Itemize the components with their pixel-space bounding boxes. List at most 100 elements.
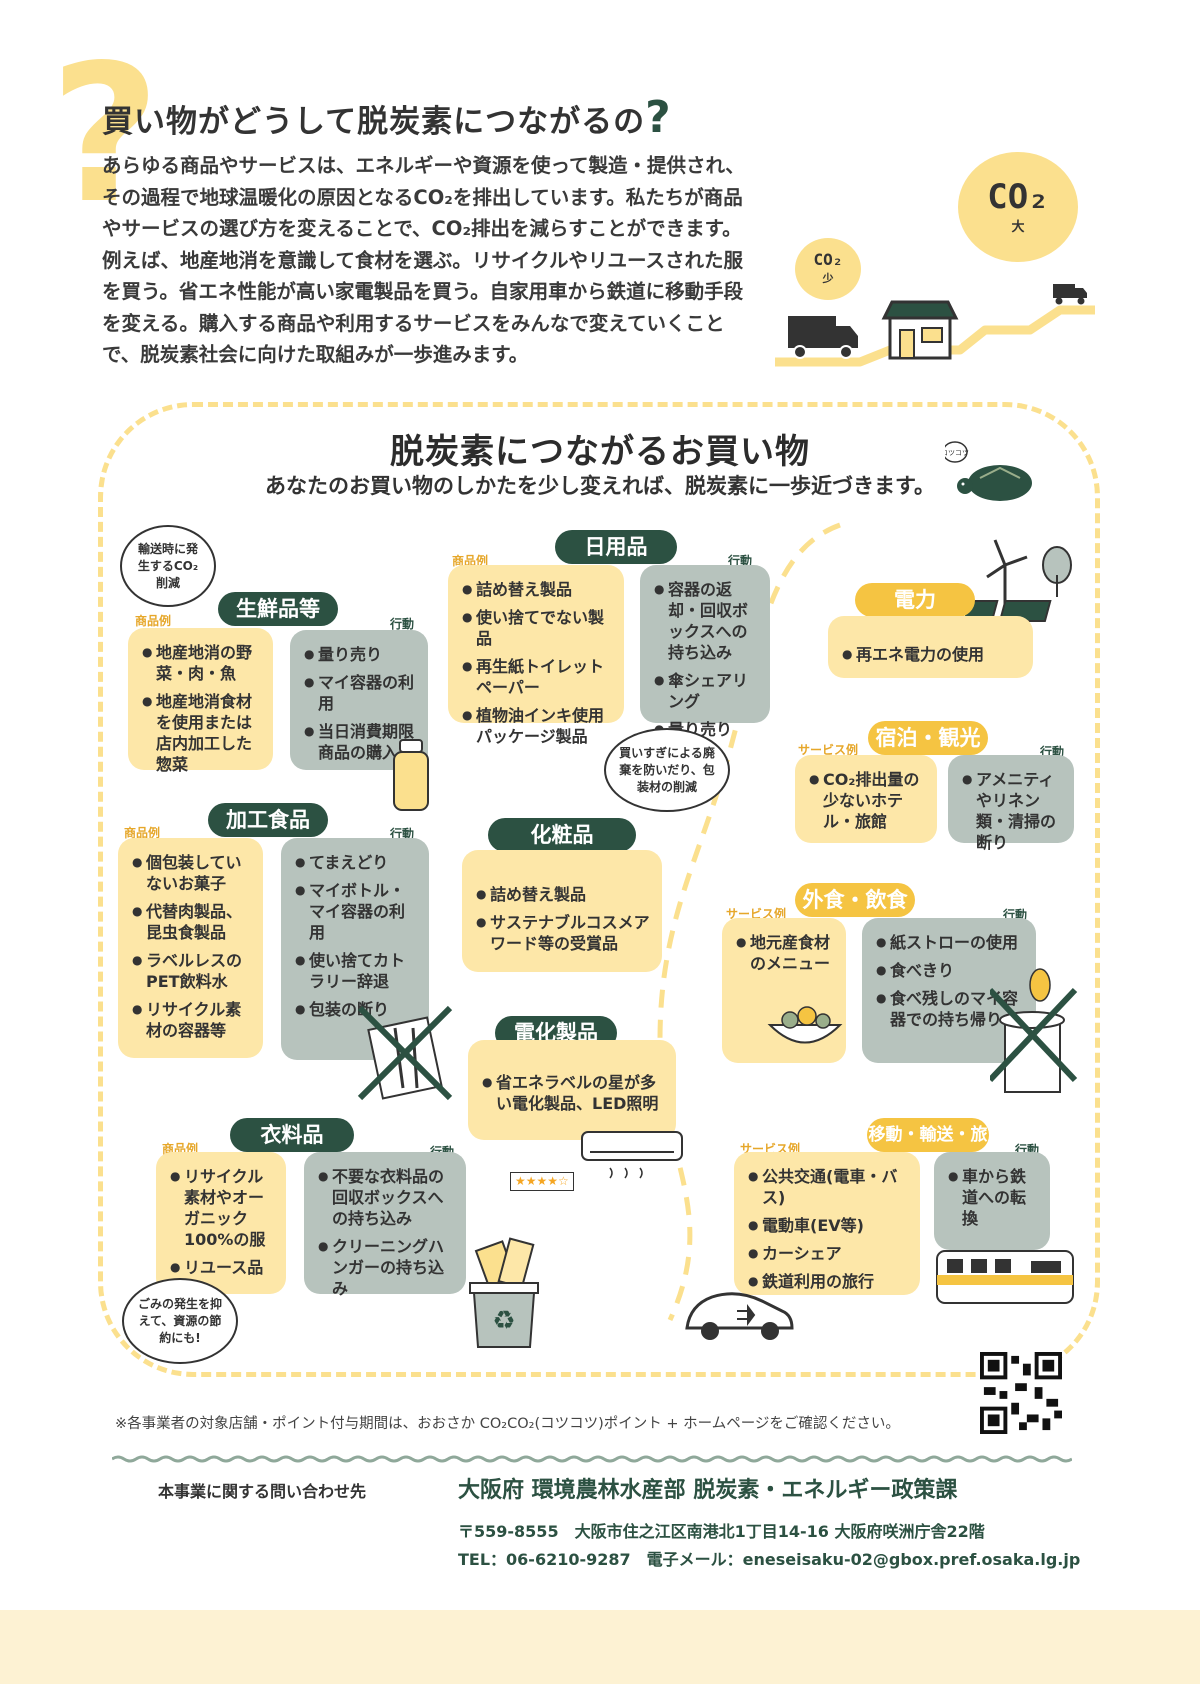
shopping-section-frame — [98, 402, 1100, 1377]
power-header: 電力 — [855, 583, 975, 617]
dining-action-3: 食べ残しのマイ容器での持ち帰り — [876, 988, 1026, 1030]
clothing-actions-box: 不要な衣料品の回収ボックスへの持ち込み クリーニングハンガーの持ち込み — [304, 1152, 466, 1298]
lodging-action-1: アメニティやリネン類・清掃の断り — [962, 769, 1064, 853]
daily-action-label: 行動 — [728, 554, 753, 568]
lodging-header: 宿泊・観光 — [868, 721, 988, 755]
fresh-bubble: 輸送時に発生するCO₂削減 — [120, 525, 216, 607]
mobility-action-1: 車から鉄道への転換 — [948, 1166, 1040, 1229]
processed-product-label: 商品例 — [124, 826, 161, 840]
daily-action-2: 傘シェアリング — [654, 670, 760, 712]
delivery-illustration — [775, 284, 1095, 367]
salad-bowl-icon — [767, 1006, 843, 1044]
processed-product-1: 個包装していないお菓子 — [132, 852, 253, 894]
dining-action-2: 食べきり — [876, 960, 1026, 981]
lodging-service-label: サービス例 — [798, 743, 859, 757]
recycle-bin-icon: ♻ — [469, 1237, 539, 1348]
dining-action-1: 紙ストローの使用 — [876, 932, 1026, 953]
fresh-header: 生鮮品等 — [218, 592, 338, 626]
department-name: 大阪府 環境農林水産部 脱炭素・エネルギー政策課 — [458, 1478, 958, 1503]
power-service-1: 再エネ電力の使用 — [842, 644, 1023, 665]
dining-services-box: 地元産食材のメニュー — [722, 918, 846, 1063]
svg-text:♻: ♻ — [492, 1306, 515, 1336]
appliances-product-1: 省エネラベルの星が多い電化製品、LED照明 — [482, 1072, 666, 1114]
clothing-action-1: 不要な衣料品の回収ボックスへの持ち込み — [318, 1166, 456, 1229]
fresh-products-box: 地産地消の野菜・肉・魚 地産地消食材を使用または店内加工した惣菜 — [128, 628, 273, 774]
fresh-action-label: 行動 — [390, 617, 415, 631]
processed-header: 加工食品 — [208, 803, 328, 837]
question-mark-icon: ? — [50, 24, 161, 245]
wave-divider — [112, 1455, 1072, 1463]
section-title: 脱炭素につながるお買い物 — [390, 432, 810, 472]
daily-bubble: 買いすぎによる廃棄を防いだり、包装材の削減 — [604, 728, 730, 812]
co2-large-cloud-icon: CO₂ 大 — [958, 152, 1078, 262]
air-conditioner-icon — [581, 1131, 683, 1179]
mobility-services-box: 公共交通(電車・バス) 電動車(EV等) カーシェア 鉄道利用の旅行 — [734, 1152, 920, 1295]
dining-service-label: サービス例 — [726, 907, 787, 921]
processed-product-2: 代替肉製品、昆虫食製品 — [132, 901, 253, 943]
fresh-product-1: 地産地消の野菜・肉・魚 — [142, 642, 263, 684]
turtle-icon: コツコツ — [945, 441, 1032, 501]
cosmetics-header: 化粧品 — [488, 818, 636, 852]
clothing-bubble: ごみの発生を抑えて、資源の節約にも! — [122, 1278, 238, 1364]
lodging-actions-box: アメニティやリネン類・清掃の断り — [948, 755, 1074, 852]
processed-action-label: 行動 — [390, 827, 415, 841]
turtle-label: コツコツ — [945, 449, 969, 457]
mobility-service-3: カーシェア — [748, 1243, 910, 1264]
clothing-products-box: リサイクル素材やオーガニック100%の服 リユース品 — [156, 1152, 286, 1294]
fresh-product-2: 地産地消食材を使用または店内加工した惣菜 — [142, 691, 263, 775]
power-services-box: 再エネ電力の使用 — [828, 616, 1033, 678]
mobility-service-2: 電動車(EV等) — [748, 1215, 910, 1236]
truck-icon — [788, 316, 858, 359]
dining-service-1: 地元産食材のメニュー — [736, 932, 836, 974]
processed-products-box: 個包装していないお菓子 代替肉製品、昆虫食製品 ラベルレスのPET飲料水 リサイ… — [118, 838, 263, 1058]
address: 〒559-8555 大阪市住之江区南港北1丁目14-16 大阪府咲洲庁舎22階 — [458, 1522, 985, 1541]
daily-action-1: 容器の返却・回収ボックスへの持ち込み — [654, 579, 760, 663]
cosmetics-product-2: サステナブルコスメアワード等の受賞品 — [476, 912, 652, 954]
no-cutlery-icon — [357, 1005, 453, 1101]
lodging-service-1: CO₂排出量の少ないホテル・旅館 — [809, 769, 927, 832]
cosmetics-products-box: 詰め替え製品 サステナブルコスメアワード等の受賞品 — [462, 850, 662, 972]
appliances-products-box: 省エネラベルの星が多い電化製品、LED照明 — [468, 1040, 676, 1140]
daily-product-1: 詰め替え製品 — [462, 579, 614, 600]
daily-header: 日用品 — [555, 530, 677, 564]
intro-text: あらゆる商品やサービスは、エネルギーや資源を使って製造・提供され、その過程で地球… — [102, 154, 745, 366]
daily-actions-box: 容器の返却・回収ボックスへの持ち込み 傘シェアリング 量り売り — [640, 565, 770, 740]
footer-band — [0, 1610, 1200, 1684]
mobility-actions-box: 車から鉄道への転換 — [934, 1152, 1050, 1250]
mobility-header: 移動・輸送・旅行 — [867, 1118, 989, 1179]
qr-code[interactable] — [980, 1352, 1062, 1434]
question-mark: ? — [645, 92, 672, 143]
fresh-action-3: 当日消費期限商品の購入 — [304, 721, 418, 763]
footnote: ※各事業者の対象店舗・ポイント付与期間は、おおさか CO₂CO₂(コツコツ)ポイ… — [115, 1416, 900, 1432]
train-icon — [936, 1250, 1074, 1304]
clothing-header: 衣料品 — [230, 1118, 354, 1152]
energy-star-rating: ★★★★☆ — [510, 1172, 574, 1191]
intro-title: 買い物がどうして脱炭素につながるの? — [102, 92, 672, 143]
mobility-service-4: 鉄道利用の旅行 — [748, 1271, 910, 1292]
processed-product-4: リサイクル素材の容器等 — [132, 999, 253, 1041]
no-waste-bin-icon — [990, 968, 1078, 1093]
store-icon — [881, 300, 959, 360]
inquiry-label: 本事業に関する問い合わせ先 — [158, 1482, 367, 1501]
daily-product-3: 再生紙トイレットペーパー — [462, 656, 614, 698]
processed-action-1: てまえどり — [295, 852, 419, 873]
cosmetics-product-1: 詰め替え製品 — [476, 884, 652, 905]
co2-small-cloud-icon: CO₂ 少 — [795, 238, 861, 300]
lodging-services-box: CO₂排出量の少ないホテル・旅館 — [795, 755, 937, 843]
clothing-product-1: リサイクル素材やオーガニック100%の服 — [170, 1166, 276, 1250]
renewable-icon — [965, 539, 1072, 622]
clothing-action-2: クリーニングハンガーの持ち込み — [318, 1236, 456, 1299]
electric-car-icon — [685, 1292, 794, 1340]
section-subtitle: あなたのお買い物のしかたを少し変えれば、脱炭素に一歩近づきます。 — [265, 474, 935, 498]
daily-products-box: 詰め替え製品 使い捨てでない製品 再生紙トイレットペーパー 植物油インキ使用パッ… — [448, 565, 624, 746]
processed-product-3: ラベルレスのPET飲料水 — [132, 950, 253, 992]
daily-product-2: 使い捨てでない製品 — [462, 607, 614, 649]
daily-product-4: 植物油インキ使用パッケージ製品 — [462, 705, 614, 747]
fresh-product-label: 商品例 — [135, 614, 172, 628]
fresh-action-1: 量り売り — [304, 644, 418, 665]
contact-info[interactable]: TEL：06-6210-9287 電子メール：eneseisaku-02@gbo… — [458, 1550, 1081, 1569]
small-truck-icon — [1053, 284, 1087, 305]
bottle-icon — [393, 739, 429, 811]
fresh-action-2: マイ容器の利用 — [304, 672, 418, 714]
processed-action-3: 使い捨てカトラリー辞退 — [295, 950, 419, 992]
